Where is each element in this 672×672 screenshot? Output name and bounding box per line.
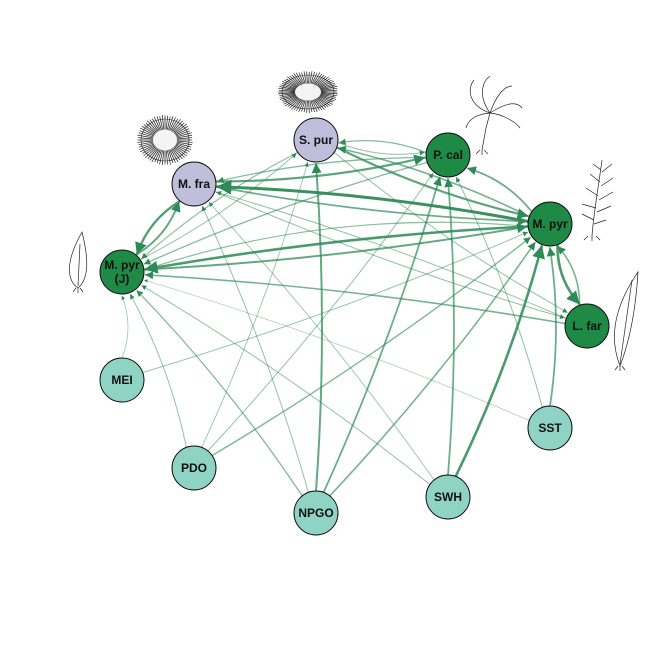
edge-pcal-to-mpyrj [143,161,428,265]
node-circle-mpyr [527,201,573,247]
edge-swh-to-pcal [444,178,455,476]
edge-swh-to-mpyr [454,245,545,478]
edge-mpyr-to-mfra [216,179,530,223]
node-mpyr: M. pyr [527,201,573,247]
giant-kelp-sketch-icon [581,159,614,241]
node-circle-swh [425,474,471,520]
edge-pdo-to-mpyr [211,236,531,457]
node-label-spur: S. pur [299,133,333,147]
urchin-sketch-icon [278,71,338,114]
node-label-mei: MEI [111,373,132,387]
edge-npgo-to-spur [311,163,323,492]
edge-swh-to-mfra [208,202,435,481]
edge-pcal-to-spur [339,138,427,154]
juvenile-kelp-sketch-icon [69,231,88,293]
edge-pdo-to-mpyrj [129,294,187,448]
edge-pdo-to-pcal [207,173,434,452]
edge-pdo-to-spur [201,162,309,448]
node-spur: S. pur [293,117,339,163]
edge-mfra-to-mpyrj [135,199,182,255]
edge-lfar-to-mpyrj [145,271,566,325]
edge-mfra-to-pcal [214,154,426,183]
node-pcal: P. cal [425,132,471,178]
edge-npgo-to-pcal [322,176,442,494]
edge-spur-to-pcal [337,142,425,156]
edge-mpyrj-to-spur [139,153,297,261]
node-label-pcal: P. cal [433,148,463,162]
edge-mpyrj-to-mfra [134,201,181,256]
edge-npgo-to-mfra [201,206,309,493]
urchin-sketch-icon [137,114,193,166]
edge-lfar-to-mpyr [557,245,581,307]
edge-mpyr-to-pcal [467,166,533,213]
node-circle-pdo [171,445,217,491]
node-circle-npgo [293,490,339,536]
edge-spur-to-lfar [333,151,568,313]
node-label-mpyr: M. pyr [532,217,568,231]
node-circle-mpyrj [99,249,145,295]
node-circle-spur [293,117,339,163]
node-lfar: L. far [564,303,610,349]
node-circle-pcal [425,132,471,178]
node-circle-sst [527,405,573,451]
node-npgo: NPGO [293,490,339,536]
node-label-mpyrj: (J) [115,272,130,286]
edge-spur-to-mpyrj [141,151,299,260]
node-label-mpyrj: M. pyr [104,258,140,272]
node-circle-mei [99,357,145,403]
node-mpyrj: M. pyr(J) [99,249,145,295]
edge-lfar-to-mfra [216,191,567,319]
edge-mpyr-to-mpyrj [145,221,529,271]
edge-swh-to-mpyrj [141,285,431,485]
edge-spur-to-mpyr [335,146,529,220]
edge-sst-to-mpyrj [144,279,530,421]
laminaria-sketch-icon [614,270,639,371]
node-label-pdo: PDO [181,461,207,475]
edge-npgo-to-mpyr [329,241,536,497]
edge-sst-to-mpyr [546,247,557,407]
edge-mfra-to-lfar [214,191,565,319]
node-label-lfar: L. far [572,319,602,333]
node-label-swh: SWH [434,490,462,504]
edge-mpyr-to-mpyrj [144,225,530,274]
edge-mei-to-mpyrj [121,295,129,359]
node-circle-mfra [171,161,217,207]
edge-npgo-to-mpyrj [136,290,303,497]
edge-sst-to-pcal [455,177,543,408]
edge-mfra-to-mpyr [215,185,528,226]
node-label-mfra: M. fra [178,177,210,191]
node-label-npgo: NPGO [298,506,333,520]
node-pdo: PDO [171,445,217,491]
node-mei: MEI [99,357,145,403]
edge-mei-to-mpyr [142,231,528,373]
node-mfra: M. fra [171,161,217,207]
edge-mpyrj-to-mpyr [142,223,528,271]
node-circle-lfar [564,303,610,349]
node-sst: SST [527,405,573,451]
palm-kelp-sketch-icon [465,75,523,155]
edge-layer [121,138,581,497]
edge-mpyr-to-lfar [556,243,581,305]
node-swh: SWH [425,474,471,520]
node-label-sst: SST [538,421,562,435]
